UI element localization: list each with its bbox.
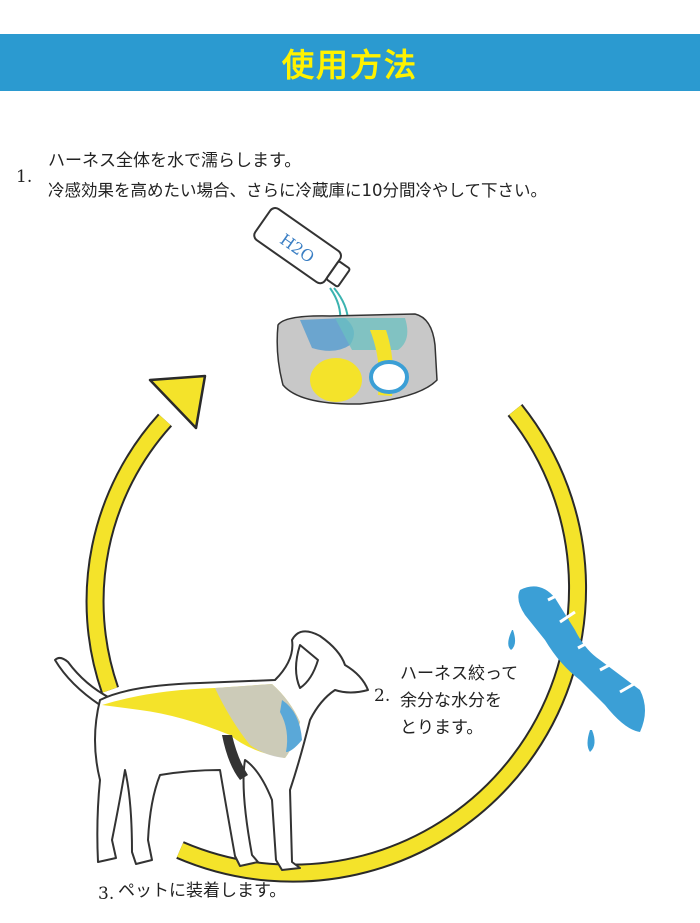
wringing-harness-icon — [508, 586, 645, 752]
step-2-line-1: ハーネス絞って — [400, 664, 519, 684]
step-2-number: 2. — [374, 686, 391, 706]
cycle-arc-left — [85, 413, 173, 694]
cycle-arc-right — [176, 404, 588, 883]
step-2-line-2: 余分な水分を — [400, 691, 502, 711]
step-3-number: 3. — [98, 884, 115, 904]
step-2-line-3: とります。 — [400, 718, 484, 738]
dog-vest — [102, 684, 302, 780]
water-bottle-icon: H2O — [253, 207, 351, 288]
wet-harness-icon — [276, 313, 438, 405]
cycle-arrowhead — [148, 374, 207, 430]
header-banner: 使用方法 — [0, 34, 700, 91]
step-1-line-2: 冷感効果を高めたい場合、さらに冷蔵庫に10分間冷やして下さい。 — [48, 181, 548, 200]
step-3-line-1: ペットに装着します。 — [118, 881, 287, 901]
step-1-number: 1. — [16, 167, 33, 187]
page-title: 使用方法 — [281, 45, 418, 84]
step-1-line-1: ハーネス全体を水で濡らします。 — [48, 151, 302, 171]
